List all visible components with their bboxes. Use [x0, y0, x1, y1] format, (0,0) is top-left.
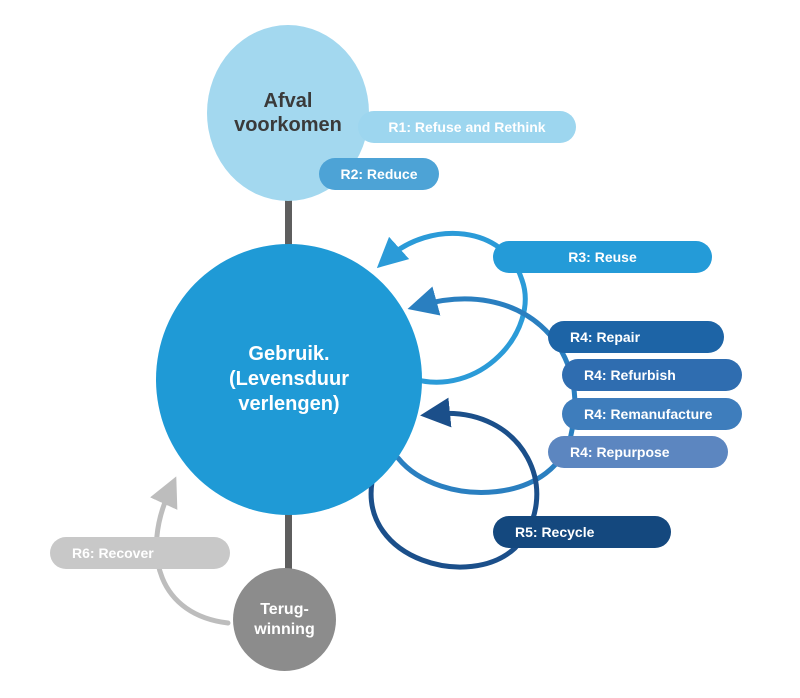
node-gebruik: Gebruik. (Levensduur verlengen) — [156, 244, 422, 515]
recover-arrow — [150, 476, 231, 626]
node-terugwinning-line1: Terug- — [260, 600, 309, 618]
label-r4-repurpose: R4: Repurpose — [548, 436, 728, 468]
label-r6-recover: R6: Recover — [50, 537, 230, 569]
repair-loop-arrow — [395, 286, 578, 495]
connector-bottom — [285, 512, 292, 584]
node-afval-line1: Afval — [263, 90, 313, 112]
node-gebruik-line2: (Levensduur — [228, 368, 350, 390]
label-r1-refuse-rethink: R1: Refuse and Rethink — [358, 111, 576, 143]
label-r4-refurbish: R4: Refurbish — [562, 359, 742, 391]
node-afval-voorkomen: Afval voorkomen — [207, 25, 369, 201]
node-gebruik-line1: Gebruik. — [248, 343, 330, 365]
label-r5-recycle: R5: Recycle — [493, 516, 671, 548]
node-terugwinning-line2: winning — [254, 620, 315, 638]
label-r4-remanufacture: R4: Remanufacture — [562, 398, 742, 430]
label-r2-reduce: R2: Reduce — [319, 158, 439, 190]
node-terugwinning: Terug- winning — [233, 568, 336, 671]
label-r4-repair: R4: Repair — [548, 321, 724, 353]
node-gebruik-line3: verlengen) — [238, 393, 340, 415]
label-r3-reuse: R3: Reuse — [493, 241, 712, 273]
reuse-loop-arrow — [376, 230, 528, 385]
node-afval-line2: voorkomen — [234, 114, 342, 136]
connector-top — [285, 200, 292, 250]
